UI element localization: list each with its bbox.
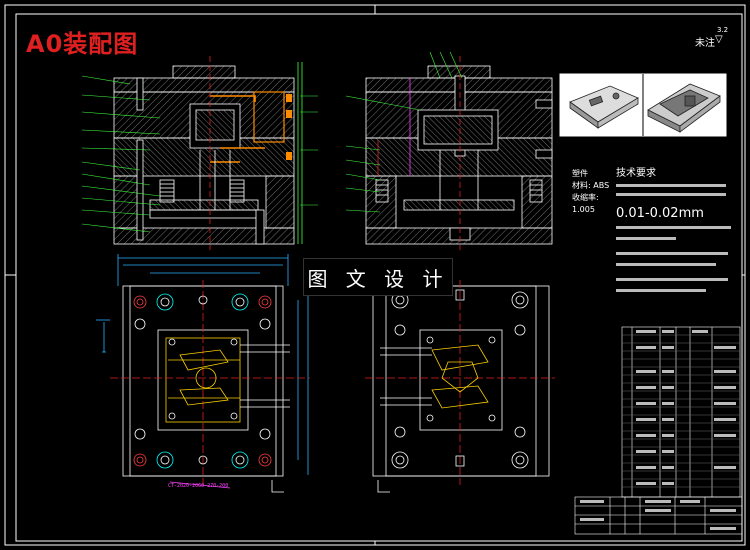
bottom-right-plan-view bbox=[365, 280, 555, 493]
bom-table bbox=[621, 326, 741, 498]
requirements-block: 技术要求 0.01-0.02mm bbox=[616, 168, 740, 292]
material-block: 塑件 材料: ABS 收缩率: 1.005 bbox=[572, 169, 610, 214]
watermark: 图 文 设 计 bbox=[303, 258, 453, 296]
inner-frame bbox=[15, 13, 743, 542]
tech-title: 技术要求 bbox=[616, 168, 656, 179]
tolerance-value: 0.01-0.02mm bbox=[616, 206, 704, 221]
left-leaders bbox=[81, 75, 318, 233]
material-value: ABS bbox=[593, 181, 610, 190]
roughness-value: 3.2 bbox=[717, 26, 729, 34]
bottom-dimension-label: CT-2020-2060-270-200 bbox=[168, 483, 229, 489]
drawing-title: A0装配图 bbox=[26, 30, 139, 58]
shrink-label: 收缩率 bbox=[572, 193, 596, 202]
part-3d-views bbox=[559, 73, 727, 137]
part-label: 塑件 bbox=[572, 169, 588, 178]
right-leaders bbox=[345, 51, 463, 213]
bottom-left-plan-view bbox=[96, 254, 310, 493]
part-view-2 bbox=[647, 83, 721, 133]
left-section-view bbox=[113, 56, 303, 250]
part-view-1 bbox=[569, 85, 639, 129]
shrink-value: 1.005 bbox=[572, 205, 595, 214]
right-section-view bbox=[365, 56, 553, 250]
roughness-label: 未注 bbox=[695, 38, 715, 49]
material-label: 材料 bbox=[572, 181, 588, 190]
title-block bbox=[574, 496, 743, 535]
